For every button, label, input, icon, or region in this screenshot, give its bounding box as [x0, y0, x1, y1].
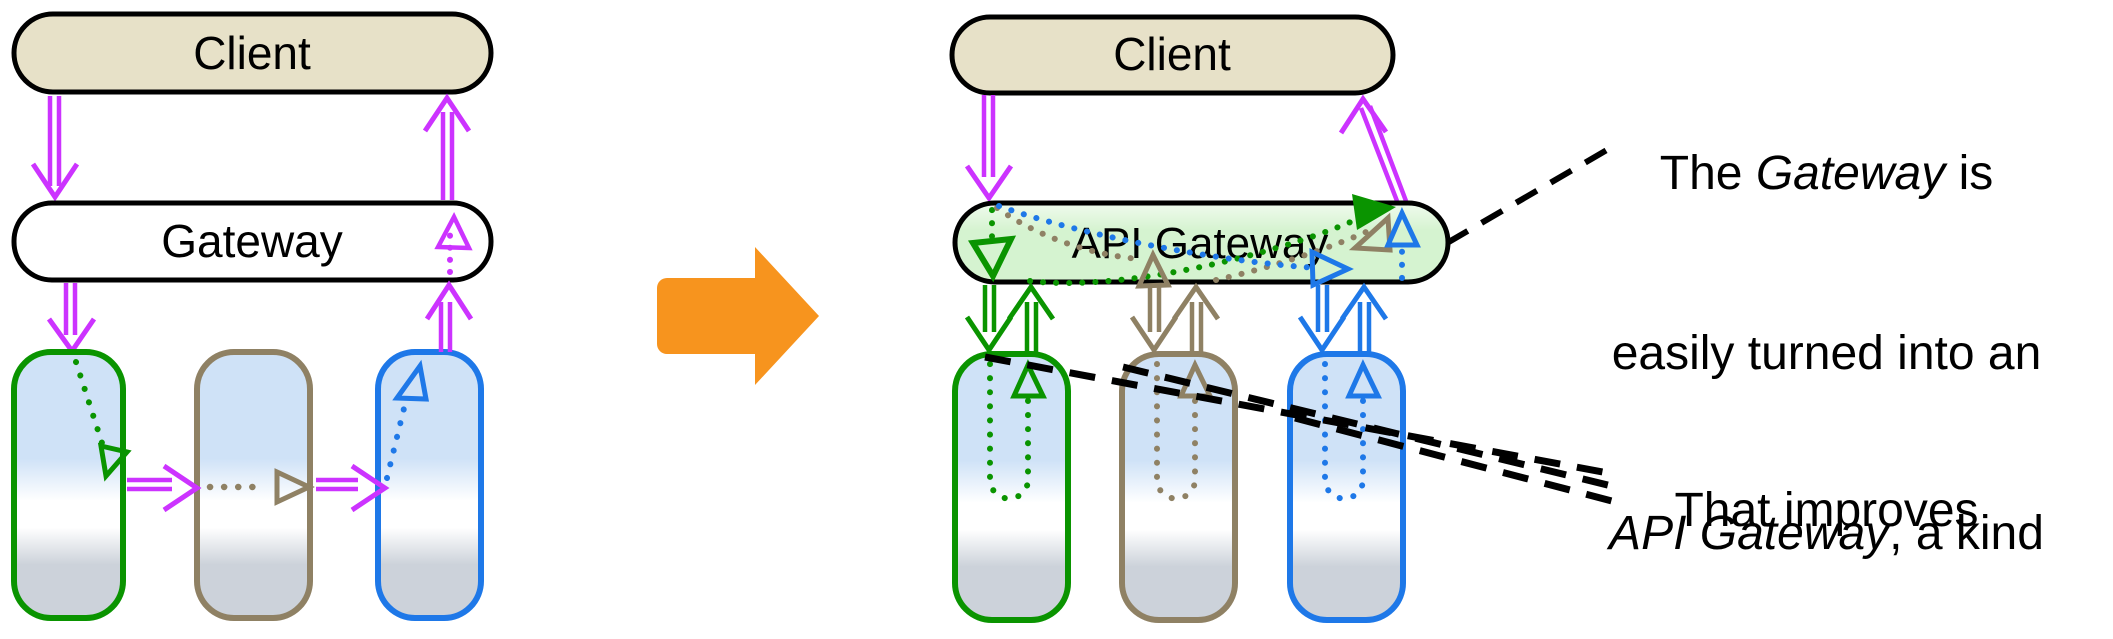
left-service2-to-service3-arrow — [316, 463, 390, 513]
left-service3-to-gateway-arrow — [424, 280, 474, 352]
left-service1-dotted-arrow — [73, 359, 132, 482]
service3-to-gateway-arrow — [1339, 282, 1389, 352]
annotation-callout-lines — [984, 144, 1621, 505]
orchestration-green-call-dotted — [967, 207, 1017, 283]
orchestration-brown-response-dotted — [1213, 212, 1393, 283]
latency-note: That improves latency through running pa… — [1540, 361, 2113, 639]
right-response-arrow — [1338, 94, 1409, 202]
right-service3-box — [1287, 351, 1406, 623]
left-response-arrow — [422, 93, 472, 200]
orchestration-blue-response-dotted — [1384, 206, 1421, 281]
gateway-note: The Gateway is easily turned into an API… — [1540, 24, 2113, 639]
orchestration-blue-call-dotted — [996, 203, 1354, 289]
service1-task-loop-dotted — [986, 359, 1047, 502]
gateway-note-line: API Gateway, a kind — [1609, 507, 2044, 560]
left-gateway-response-dotted-arrow — [434, 212, 473, 275]
left-gateway-to-service1-arrow — [46, 283, 97, 356]
left-gateway-box — [11, 200, 494, 283]
gateway-to-service1-arrow — [964, 285, 1014, 355]
right-request-arrow — [964, 95, 1014, 203]
latency-note-line: That improves — [1674, 484, 1979, 537]
latency-note-callout-line-3 — [1294, 414, 1613, 505]
orchestration-green-response-dotted — [1027, 194, 1396, 286]
left-service1-to-service2-arrow — [127, 463, 202, 513]
left-service3-box — [375, 349, 484, 621]
left-request-arrow — [30, 96, 80, 202]
left-client-label: Client — [193, 27, 311, 79]
transform-arrow-icon — [657, 247, 819, 385]
right-client-label: Client — [1113, 28, 1231, 80]
service1-to-gateway-arrow — [1006, 282, 1056, 352]
service3-task-loop-dotted — [1321, 359, 1382, 502]
service2-to-gateway-arrow — [1171, 282, 1221, 352]
right-client-box — [949, 14, 1396, 96]
left-gateway-label: Gateway — [161, 215, 343, 267]
gateway-note-line: The Gateway is — [1659, 147, 1994, 200]
right-service1-box — [952, 351, 1071, 623]
left-client-box — [11, 11, 494, 95]
left-service3-dotted-arrow — [384, 359, 430, 481]
gateway-note-callout-line — [1445, 144, 1614, 246]
left-service1-box — [11, 349, 126, 621]
gateway-to-service2-arrow — [1129, 285, 1179, 355]
orchestration-brown-call-dotted — [994, 205, 1172, 289]
right-diagram: Client API Gateway — [949, 14, 1451, 623]
gateway-note-line: easily turned into an — [1611, 327, 2042, 380]
right-service2-box — [1119, 351, 1238, 623]
left-service2-dotted-arrow — [206, 468, 315, 506]
gateway-to-service3-arrow — [1297, 285, 1347, 355]
left-diagram: Client Gateway — [11, 11, 494, 621]
